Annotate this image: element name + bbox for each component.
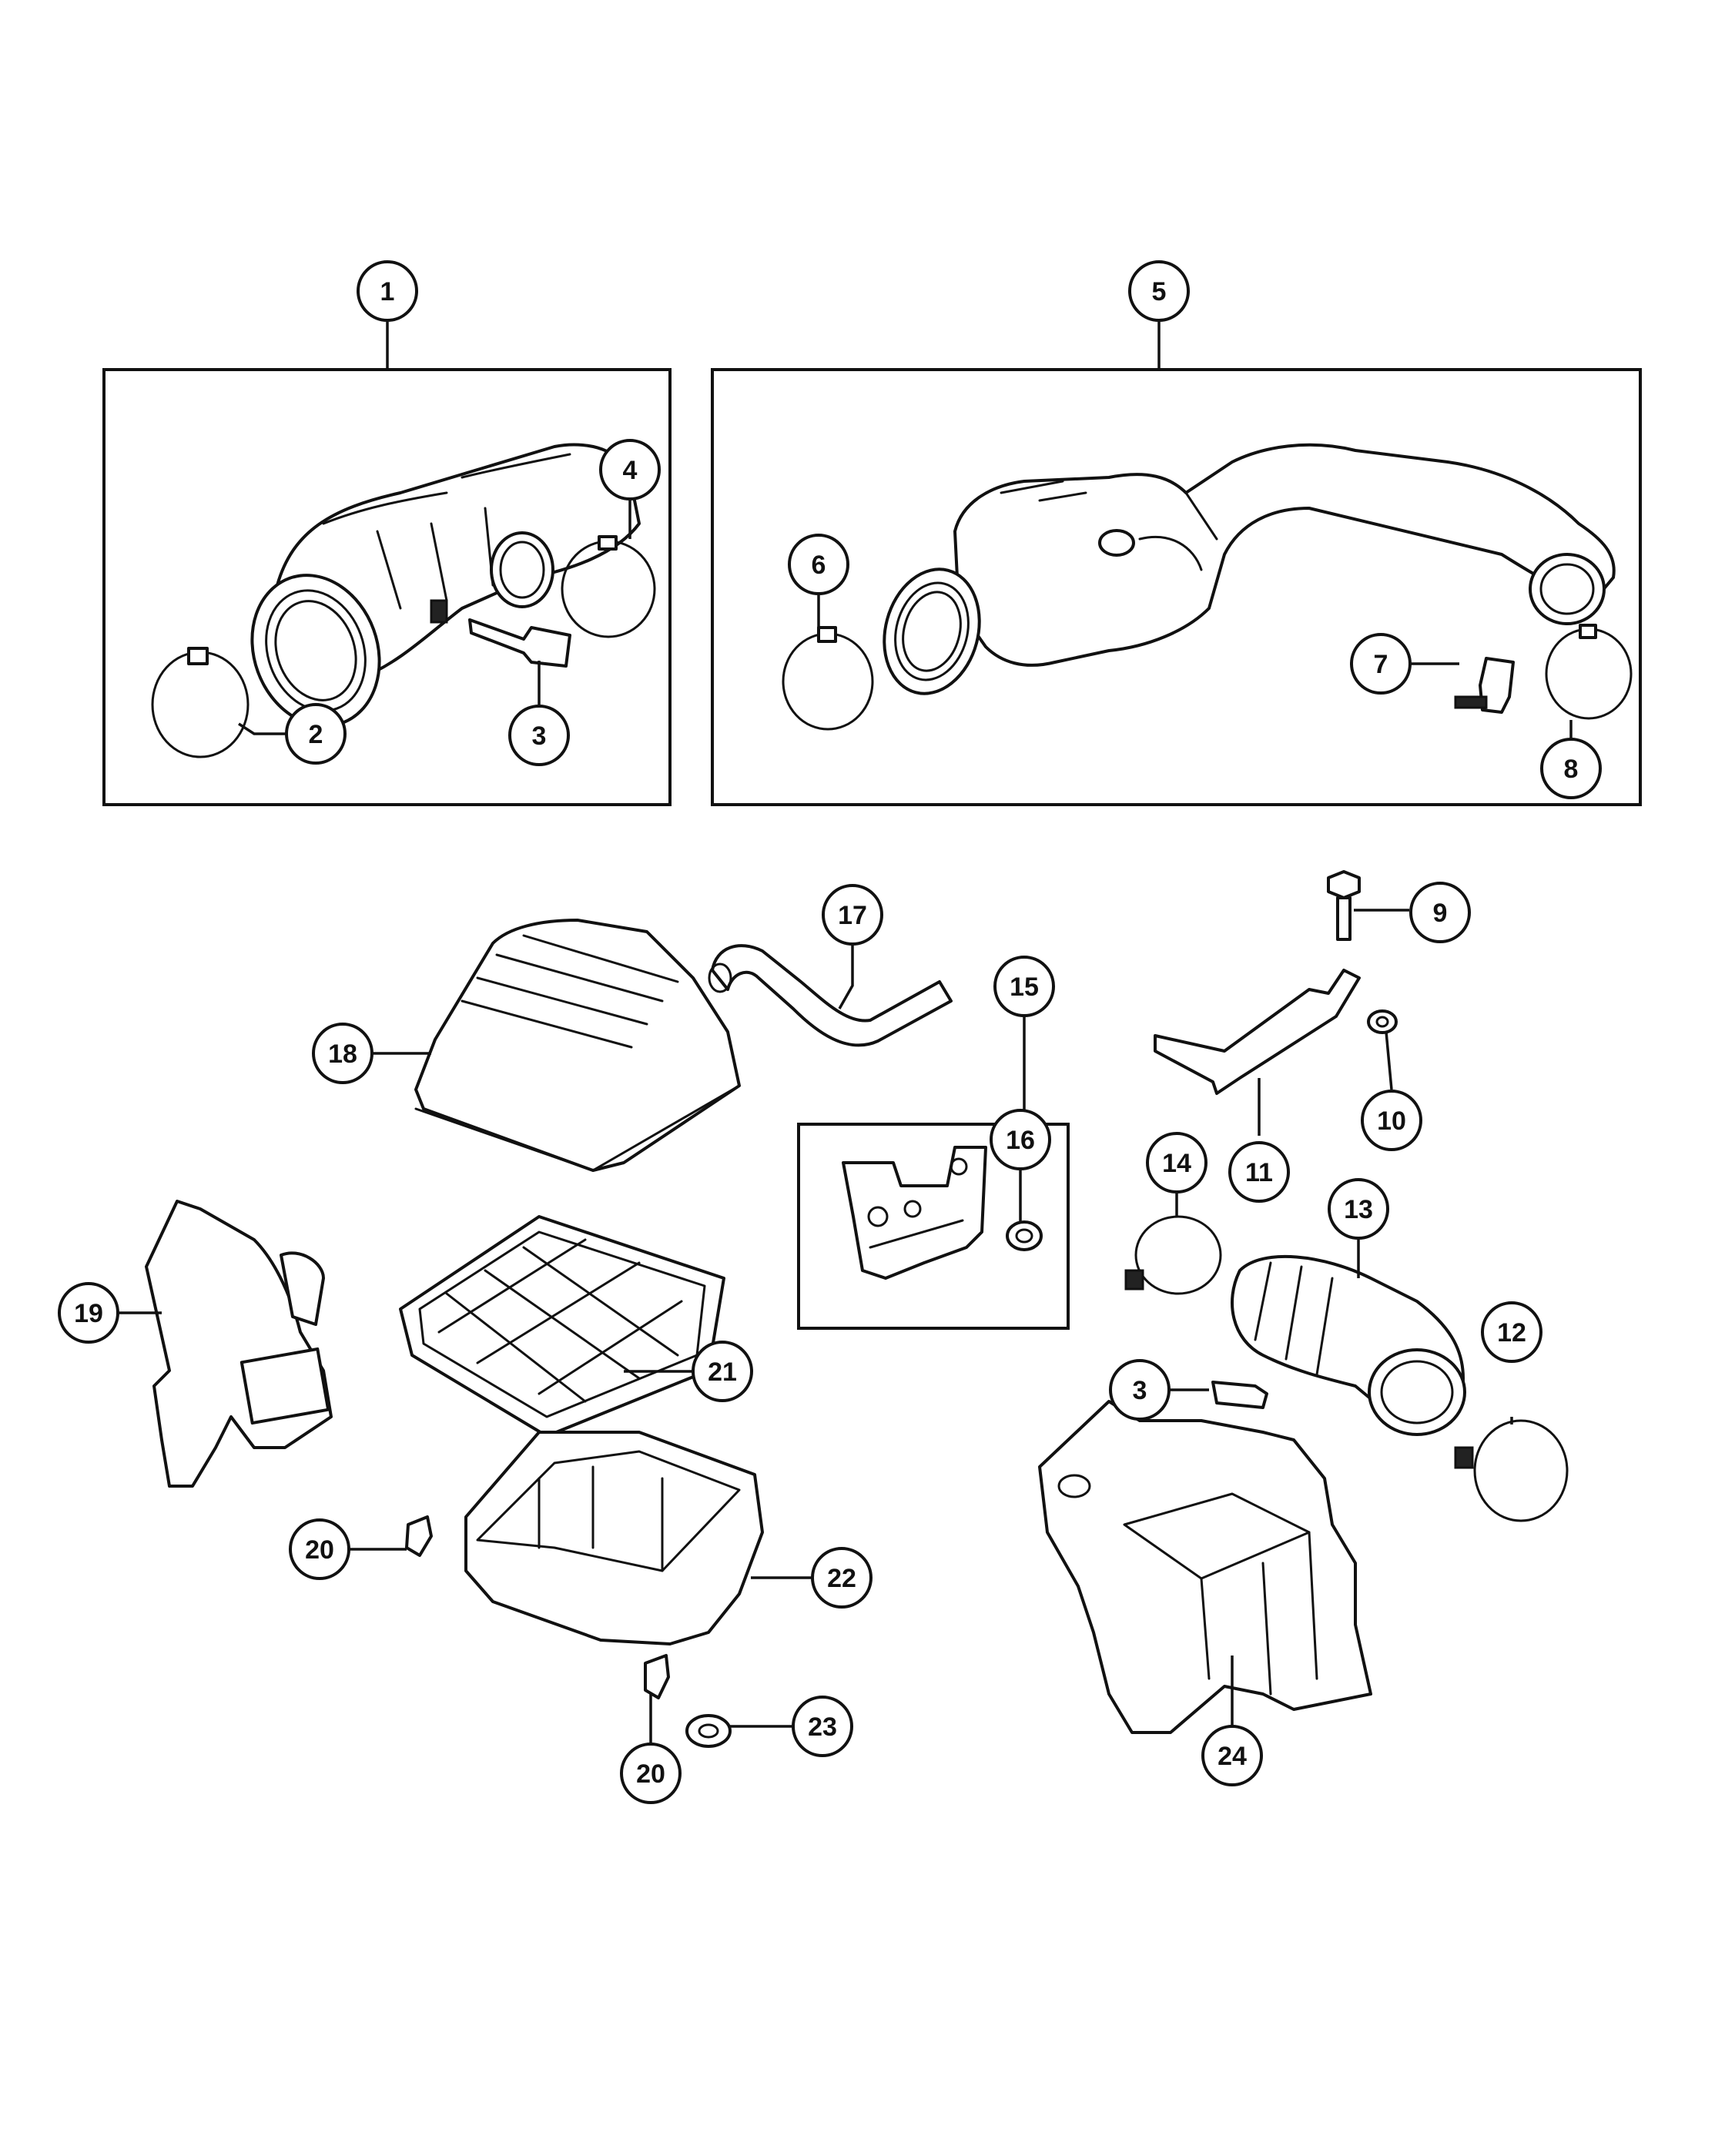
callout-label: 3	[532, 721, 547, 751]
callout-23: 23	[792, 1696, 853, 1757]
callout-label: 6	[812, 551, 826, 580]
hose-part-17	[708, 944, 953, 1047]
clamp-part-6	[782, 626, 874, 731]
callout-14: 14	[1146, 1132, 1208, 1194]
callout-3a: 3	[508, 705, 570, 766]
bracket-part-15	[842, 1146, 987, 1280]
clamp-part-8	[1545, 624, 1633, 720]
callout-20b: 20	[620, 1743, 682, 1804]
callout-12: 12	[1481, 1301, 1542, 1363]
callout-18: 18	[312, 1023, 373, 1084]
callout-label: 1	[380, 277, 395, 306]
callout-label: 13	[1344, 1195, 1373, 1224]
callout-19: 19	[58, 1282, 119, 1344]
sensor-part-3b	[1211, 1381, 1268, 1409]
air-inlet-duct-part-alt	[883, 443, 1616, 695]
callout-label: 9	[1433, 899, 1448, 928]
callout-label: 15	[1010, 973, 1039, 1002]
callout-label: 20	[636, 1759, 665, 1789]
callout-16: 16	[990, 1109, 1051, 1170]
air-filter-part-21	[399, 1215, 725, 1438]
callout-15: 15	[993, 956, 1055, 1017]
callout-24: 24	[1201, 1725, 1263, 1786]
callout-label: 2	[309, 720, 323, 749]
callout-label: 17	[838, 901, 867, 930]
hose-part-13	[1231, 1254, 1466, 1436]
callout-10: 10	[1361, 1090, 1422, 1151]
clamp-part-4	[561, 535, 656, 638]
callout-9: 9	[1409, 882, 1471, 943]
callout-label: 12	[1497, 1318, 1526, 1348]
callout-label: 22	[827, 1564, 856, 1593]
callout-5: 5	[1128, 260, 1190, 322]
group-frame-15	[797, 1123, 1070, 1330]
sensor-part-7	[1454, 657, 1515, 714]
callout-label: 21	[708, 1358, 737, 1387]
callout-3b: 3	[1109, 1359, 1171, 1421]
callout-label: 19	[74, 1299, 103, 1328]
callout-label: 8	[1564, 755, 1579, 784]
bracket-part-11	[1154, 969, 1361, 1095]
callout-label: 18	[328, 1040, 357, 1069]
grommet-part-16	[1006, 1220, 1043, 1251]
callout-label: 24	[1218, 1742, 1247, 1771]
callout-label: 10	[1377, 1106, 1406, 1136]
callout-2: 2	[285, 703, 347, 765]
air-box-part-24	[1038, 1400, 1372, 1734]
callout-label: 4	[623, 456, 638, 485]
air-cleaner-cover-part-18	[414, 919, 741, 1172]
clip-part-20b	[644, 1654, 670, 1699]
callout-6: 6	[788, 534, 849, 595]
callout-label: 3	[1133, 1376, 1147, 1405]
callout-11: 11	[1228, 1141, 1290, 1203]
callout-7: 7	[1350, 633, 1412, 695]
callout-label: 14	[1162, 1149, 1191, 1178]
callout-1: 1	[357, 260, 418, 322]
clamp-part-14	[1124, 1215, 1222, 1295]
sensor-part-3a	[430, 599, 571, 668]
callout-17: 17	[822, 884, 883, 946]
clip-part-20a	[405, 1515, 433, 1557]
callout-label: 20	[305, 1535, 334, 1565]
clamp-part-2	[151, 647, 250, 758]
callout-label: 23	[808, 1712, 837, 1742]
callout-4: 4	[599, 439, 661, 500]
callout-13: 13	[1328, 1178, 1389, 1240]
bolt-part-9	[1327, 870, 1361, 941]
grommet-part-23	[685, 1714, 732, 1748]
callout-label: 5	[1152, 277, 1167, 306]
clamp-part-12	[1454, 1419, 1569, 1522]
callout-21: 21	[692, 1341, 753, 1402]
air-inlet-duct-part	[250, 443, 641, 728]
callout-label: 16	[1006, 1126, 1035, 1155]
callout-20a: 20	[289, 1518, 350, 1580]
callout-label: 7	[1374, 650, 1388, 679]
callout-label: 11	[1245, 1158, 1273, 1187]
air-cleaner-housing-part-22	[464, 1431, 764, 1645]
nut-part-10	[1367, 1009, 1398, 1034]
group-frame-5	[711, 368, 1642, 806]
callout-22: 22	[811, 1547, 873, 1609]
air-duct-part-19	[145, 1200, 333, 1488]
callout-8: 8	[1540, 738, 1602, 799]
